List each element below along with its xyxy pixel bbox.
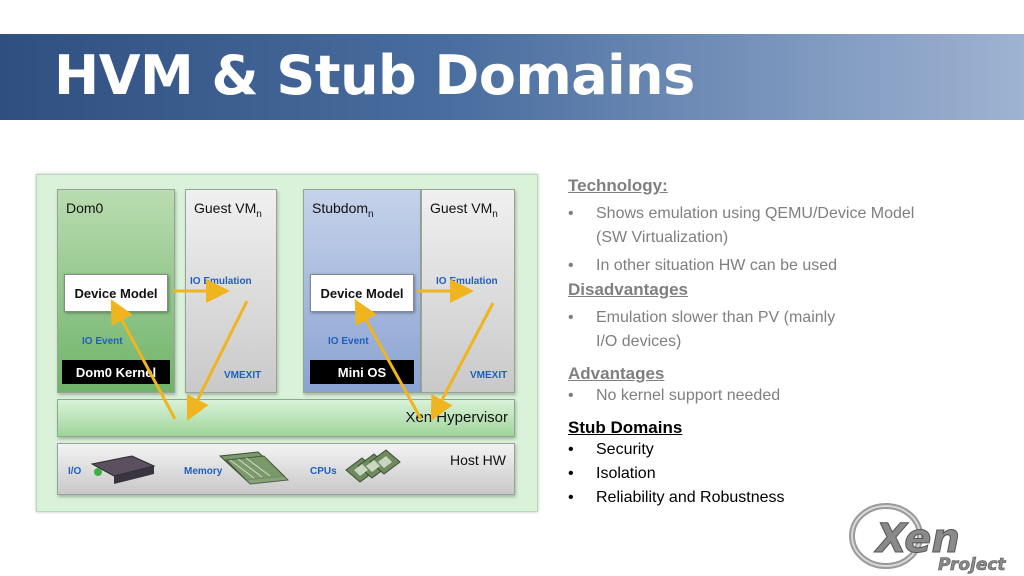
stubdom-device-model: Device Model [310,274,414,312]
io-label: I/O [68,466,82,477]
architecture-diagram: Dom0 Device Model IO Event Dom0 Kernel G… [36,174,538,512]
dom0-column: Dom0 Device Model IO Event Dom0 Kernel [57,189,175,393]
svg-text:Project: Project [938,555,1006,575]
stubdom-column: Stubdomn Device Model IO Event Mini OS [303,189,421,393]
guest-vm-column-1: Guest VMn IO Emulation VMEXIT [185,189,277,393]
dom0-device-model: Device Model [64,274,168,312]
guest2-vmexit: VMEXIT [470,370,508,381]
stubdom-io-event: IO Event [328,336,369,347]
guest-vm-column-2: Guest VMn IO Emulation VMEXIT [421,189,515,393]
dom0-kernel: Dom0 Kernel [62,360,170,384]
disadvantages-bullet: •Emulation slower than PV (mainly I/O de… [568,309,836,350]
guest2-io-emulation: IO Emulation [436,276,498,287]
io-device-icon [90,455,156,484]
stub-domains-heading: Stub Domains [568,418,683,437]
memory-label: Memory [184,466,223,477]
xen-project-logo: Xen Project [849,503,1007,575]
stubdom-label: Stubdomn [312,200,374,220]
xen-hypervisor-bar: Xen Hypervisor [57,399,515,437]
cpus-label: CPUs [310,466,337,477]
advantages-bullet: •No kernel support needed [568,387,781,404]
host-hw-bar: Host HW I/O Memory CPUs [57,443,515,495]
advantages-heading: Advantages [568,364,665,383]
dom0-io-event: IO Event [82,336,123,347]
guest1-io-emulation: IO Emulation [190,276,252,287]
cpu-icon [345,449,401,483]
technology-bullet: •Shows emulation using QEMU/Device Model… [568,205,915,246]
stub-domains-bullet: •Security [568,441,654,458]
notes-panel: Technology: •Shows emulation using QEMU/… [568,176,928,510]
guest-vm-label-2: Guest VMn [430,200,498,220]
hypervisor-label: Xen Hypervisor [405,409,508,426]
mini-os: Mini OS [310,360,414,384]
guest1-vmexit: VMEXIT [224,370,262,381]
svg-text:Xen: Xen [873,516,960,562]
technology-bullet: •In other situation HW can be used [568,257,838,274]
host-hw-label: Host HW [450,452,506,468]
page-title: HVM & Stub Domains [54,44,695,107]
guest-vm-label-1: Guest VMn [194,200,262,220]
stub-domains-bullet: •Isolation [568,465,656,482]
disadvantages-heading: Disadvantages [568,280,688,299]
dom0-label: Dom0 [66,200,104,216]
stub-domains-bullet: •Reliability and Robustness [568,489,785,506]
title-band [0,34,1024,120]
memory-icon [218,451,290,485]
technology-heading: Technology: [568,176,668,195]
